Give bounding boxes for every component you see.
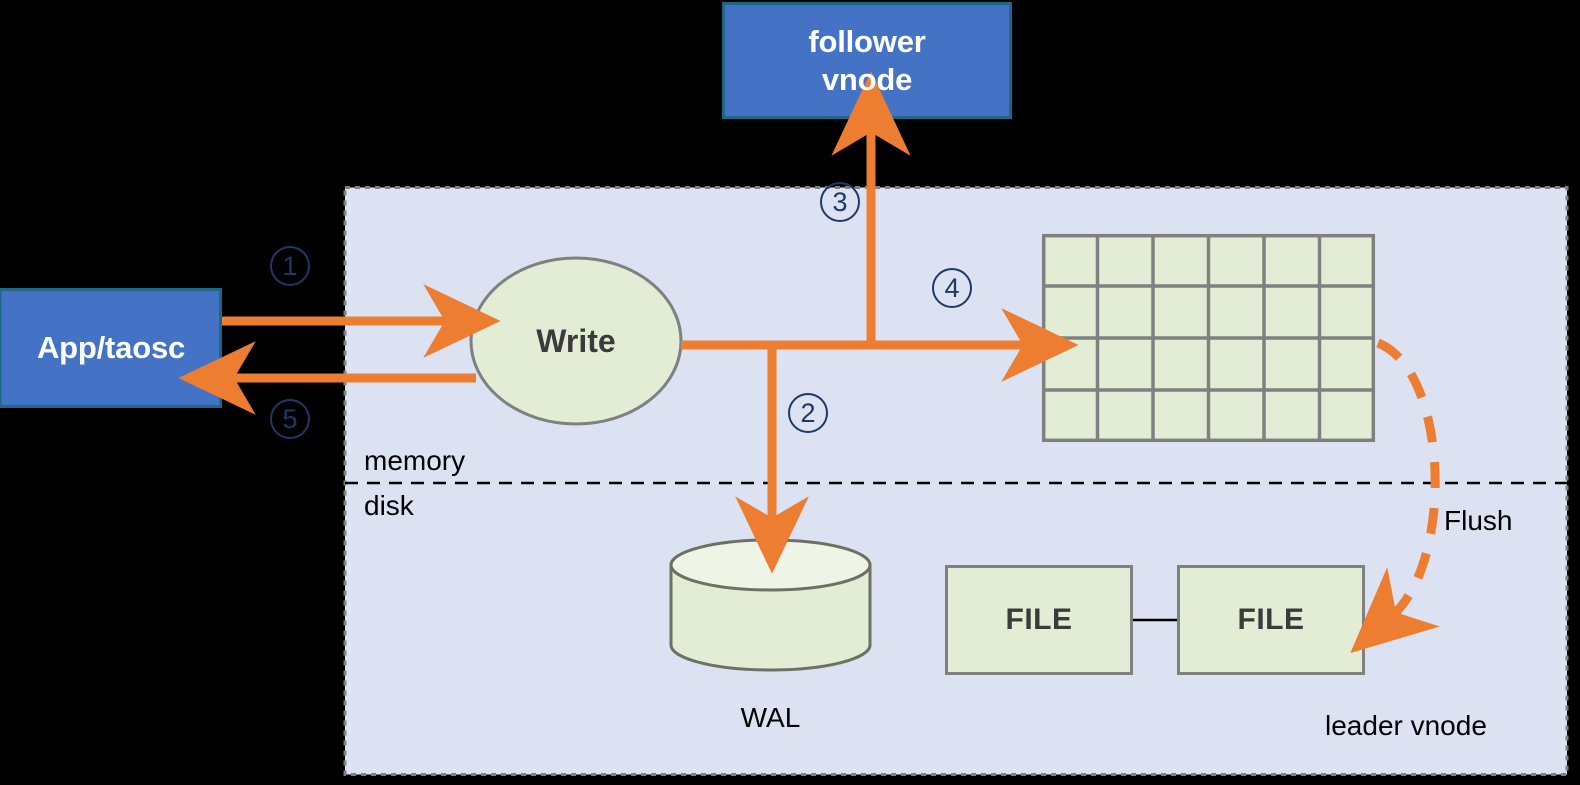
memtable-grid[interactable]: [1041, 233, 1376, 443]
step-badge-5: 5: [270, 399, 310, 439]
step-badge-4: 4: [932, 268, 972, 308]
file-box-right[interactable]: [1177, 565, 1365, 675]
arrow-flush: [1350, 338, 1440, 654]
step-badge-3: 3: [820, 182, 860, 222]
write-node[interactable]: [469, 256, 683, 426]
app-taosc-box[interactable]: [0, 288, 222, 408]
wal-cylinder[interactable]: [669, 538, 872, 672]
follower-vnode-box[interactable]: [722, 2, 1012, 119]
step-badge-2: 2: [788, 393, 828, 433]
step-badge-1: 1: [270, 246, 310, 286]
file-box-left[interactable]: [945, 565, 1133, 675]
